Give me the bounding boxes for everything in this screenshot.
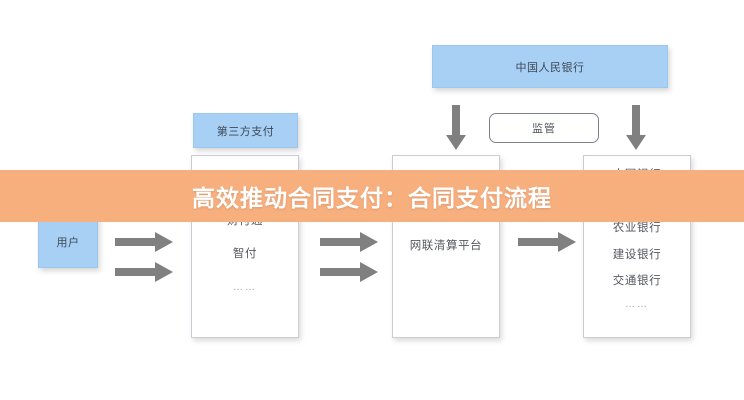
list-item-ellipsis: …… [625,298,649,310]
node-peoples-bank-label: 中国人民银行 [515,61,585,74]
banner-title: 高效推动合同支付：合同支付流程 [192,185,552,211]
arrow-user-to-providers-2 [115,262,173,282]
list-item: 建设银行 [612,248,662,261]
node-user: 用户 [38,215,98,268]
node-user-label: 用户 [56,236,80,249]
list-item: 交通银行 [612,275,662,287]
list-item: 智付 [232,248,258,260]
title-banner: 高效推动合同支付：合同支付流程 [0,170,744,222]
node-peoples-bank: 中国人民银行 [432,45,668,88]
list-item-ellipsis: …… [233,281,257,293]
arrow-user-to-providers-1 [115,232,173,252]
arrow-down-to-banks [626,105,646,150]
arrow-providers-to-clearing-2 [320,262,378,282]
node-third-party-payment-label: 第三方支付 [216,125,275,138]
node-clearing-platform-label: 网联清算平台 [409,239,483,252]
list-item: 农业银行 [612,222,662,234]
arrow-clearing-to-banks [518,232,576,252]
node-supervision-label: 监管 [532,123,556,135]
arrow-providers-to-clearing-1 [320,232,378,252]
node-third-party-payment: 第三方支付 [193,113,298,148]
arrow-down-to-clearing-platform [446,105,466,150]
node-supervision: 监管 [489,113,599,143]
